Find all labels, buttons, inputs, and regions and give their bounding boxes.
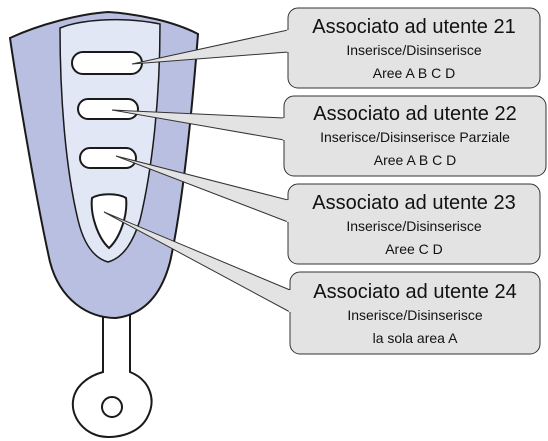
- callout-title: Associato ad utente 23: [312, 192, 515, 214]
- callout-line-1: Inserisce/Disinserisce: [346, 218, 482, 234]
- button-1[interactable]: [72, 52, 142, 74]
- callout-line-2: Aree C D: [385, 241, 443, 257]
- remote-control-keyfob: [10, 12, 198, 437]
- callout-line-2: Aree A B C D: [374, 152, 456, 168]
- callout-title: Associato ad utente 22: [313, 103, 516, 125]
- callout-line-1: Inserisce/Disinserisce: [346, 42, 482, 58]
- button-3[interactable]: [80, 148, 136, 168]
- callout-line-2: la sola area A: [373, 330, 458, 346]
- callout-title: Associato ad utente 24: [313, 281, 516, 303]
- keyring-hole-icon: [102, 397, 122, 417]
- callout-line-1: Inserisce/Disinserisce: [347, 307, 483, 323]
- callout-line-1: Inserisce/Disinserisce Parziale: [320, 129, 510, 145]
- callout-title: Associato ad utente 21: [312, 16, 515, 38]
- button-2[interactable]: [78, 99, 138, 119]
- callout-line-2: Aree A B C D: [373, 65, 455, 81]
